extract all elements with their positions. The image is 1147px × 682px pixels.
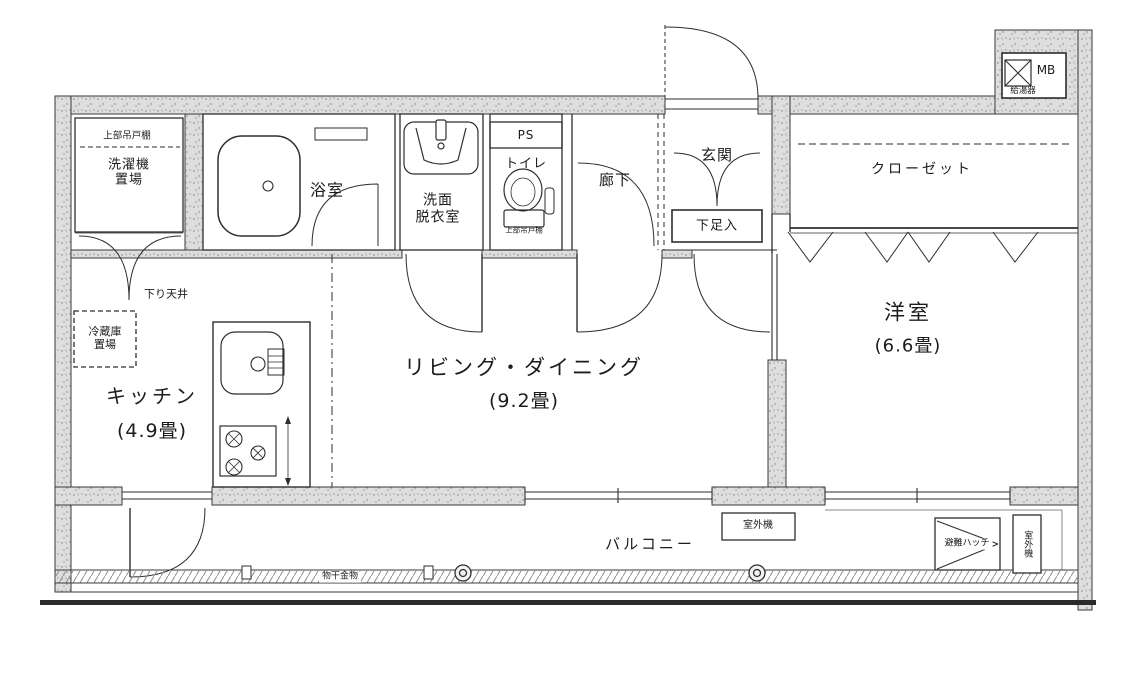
washer-door-left-arc: [78, 235, 130, 301]
upper-cabinet-toilet-label: 上部吊戸棚: [505, 225, 543, 235]
room-outlines: [73, 113, 1078, 487]
hallway-door-arc: [576, 253, 663, 333]
closet-folding-doors: [787, 231, 1039, 263]
upper-cabinet-washer-label: 上部吊戸棚: [103, 130, 151, 142]
room-label-entrance: 玄関: [700, 146, 734, 165]
fridge-line2: 置場: [94, 338, 116, 351]
stove: [219, 425, 277, 477]
washroom-line1: 洗面: [423, 192, 453, 209]
fridge-area-label: 冷蔵庫 置場: [88, 325, 122, 352]
balcony-structures: [40, 512, 1096, 605]
washer-line1: 洗濯機: [107, 157, 151, 173]
room-label-bathroom: 浴室: [309, 180, 345, 200]
kitchen-counter: [212, 321, 311, 488]
washroom-line2: 脱衣室: [415, 209, 461, 225]
entry-living-door-arc: [693, 253, 771, 333]
room-label-toilet: トイレ: [504, 156, 548, 172]
balcony-railing: [55, 571, 1078, 583]
room-label-western: 洋室: [884, 300, 932, 325]
meter-box-label: MB: [1036, 62, 1056, 77]
outdoor-unit-box-2: [1012, 514, 1042, 574]
windows: [122, 98, 1063, 570]
shoe-cabinet-door-left-arc: [673, 152, 718, 207]
kitchen-balcony-door-arc: [129, 507, 206, 578]
room-size-western: (6.6畳): [874, 335, 942, 357]
evacuation-hatch-label: 避難ハッチ: [941, 538, 993, 550]
outdoor-unit-label-2: 室外機: [1022, 530, 1033, 558]
water-heater-label: 給湯器: [1010, 85, 1036, 96]
laundry-hardware-label: 物干金物: [318, 571, 362, 583]
outdoor-unit-box: [721, 512, 796, 541]
room-size-kitchen: (4.9畳): [116, 419, 188, 442]
lowered-ceiling-label: 下り天井: [144, 287, 188, 301]
outdoor-unit-label-1: 室外機: [743, 520, 773, 532]
room-label-balcony: バルコニー: [605, 535, 695, 554]
washer-area-label: 洗濯機 置場: [108, 158, 150, 189]
fridge-line1: 冷蔵庫: [88, 325, 122, 339]
walls: [54, 29, 1093, 611]
laundry-pole-holder: [454, 564, 766, 582]
toilet: [503, 168, 555, 228]
room-label-living: リビング・ダイニング: [404, 355, 644, 380]
washbasin: [403, 119, 479, 175]
shoe-cabinet-box: [671, 209, 763, 243]
toilet-door-arc: [577, 162, 655, 247]
room-label-kitchen: キッチン: [106, 384, 198, 409]
shoe-cabinet-door-right-arc: [716, 152, 761, 207]
bathtub: [217, 127, 368, 237]
pipe-space-label: PS: [517, 127, 535, 142]
room-label-closet: クローゼット: [871, 161, 973, 178]
washroom-door-arc: [405, 253, 483, 333]
room-size-living: (9.2畳): [488, 389, 560, 412]
bath-door-arc: [311, 183, 379, 247]
room-label-washroom: 洗面 脱衣室: [416, 192, 461, 225]
kitchen-sink: [220, 331, 284, 395]
washer-door-right-arc: [128, 235, 182, 301]
meter-box: [1001, 52, 1067, 99]
shoe-cabinet-label: 下足入: [695, 218, 739, 234]
washer-line2: 置場: [114, 173, 144, 188]
entrance-door-arc: [664, 26, 759, 100]
room-label-hallway: 廊下: [598, 171, 632, 190]
